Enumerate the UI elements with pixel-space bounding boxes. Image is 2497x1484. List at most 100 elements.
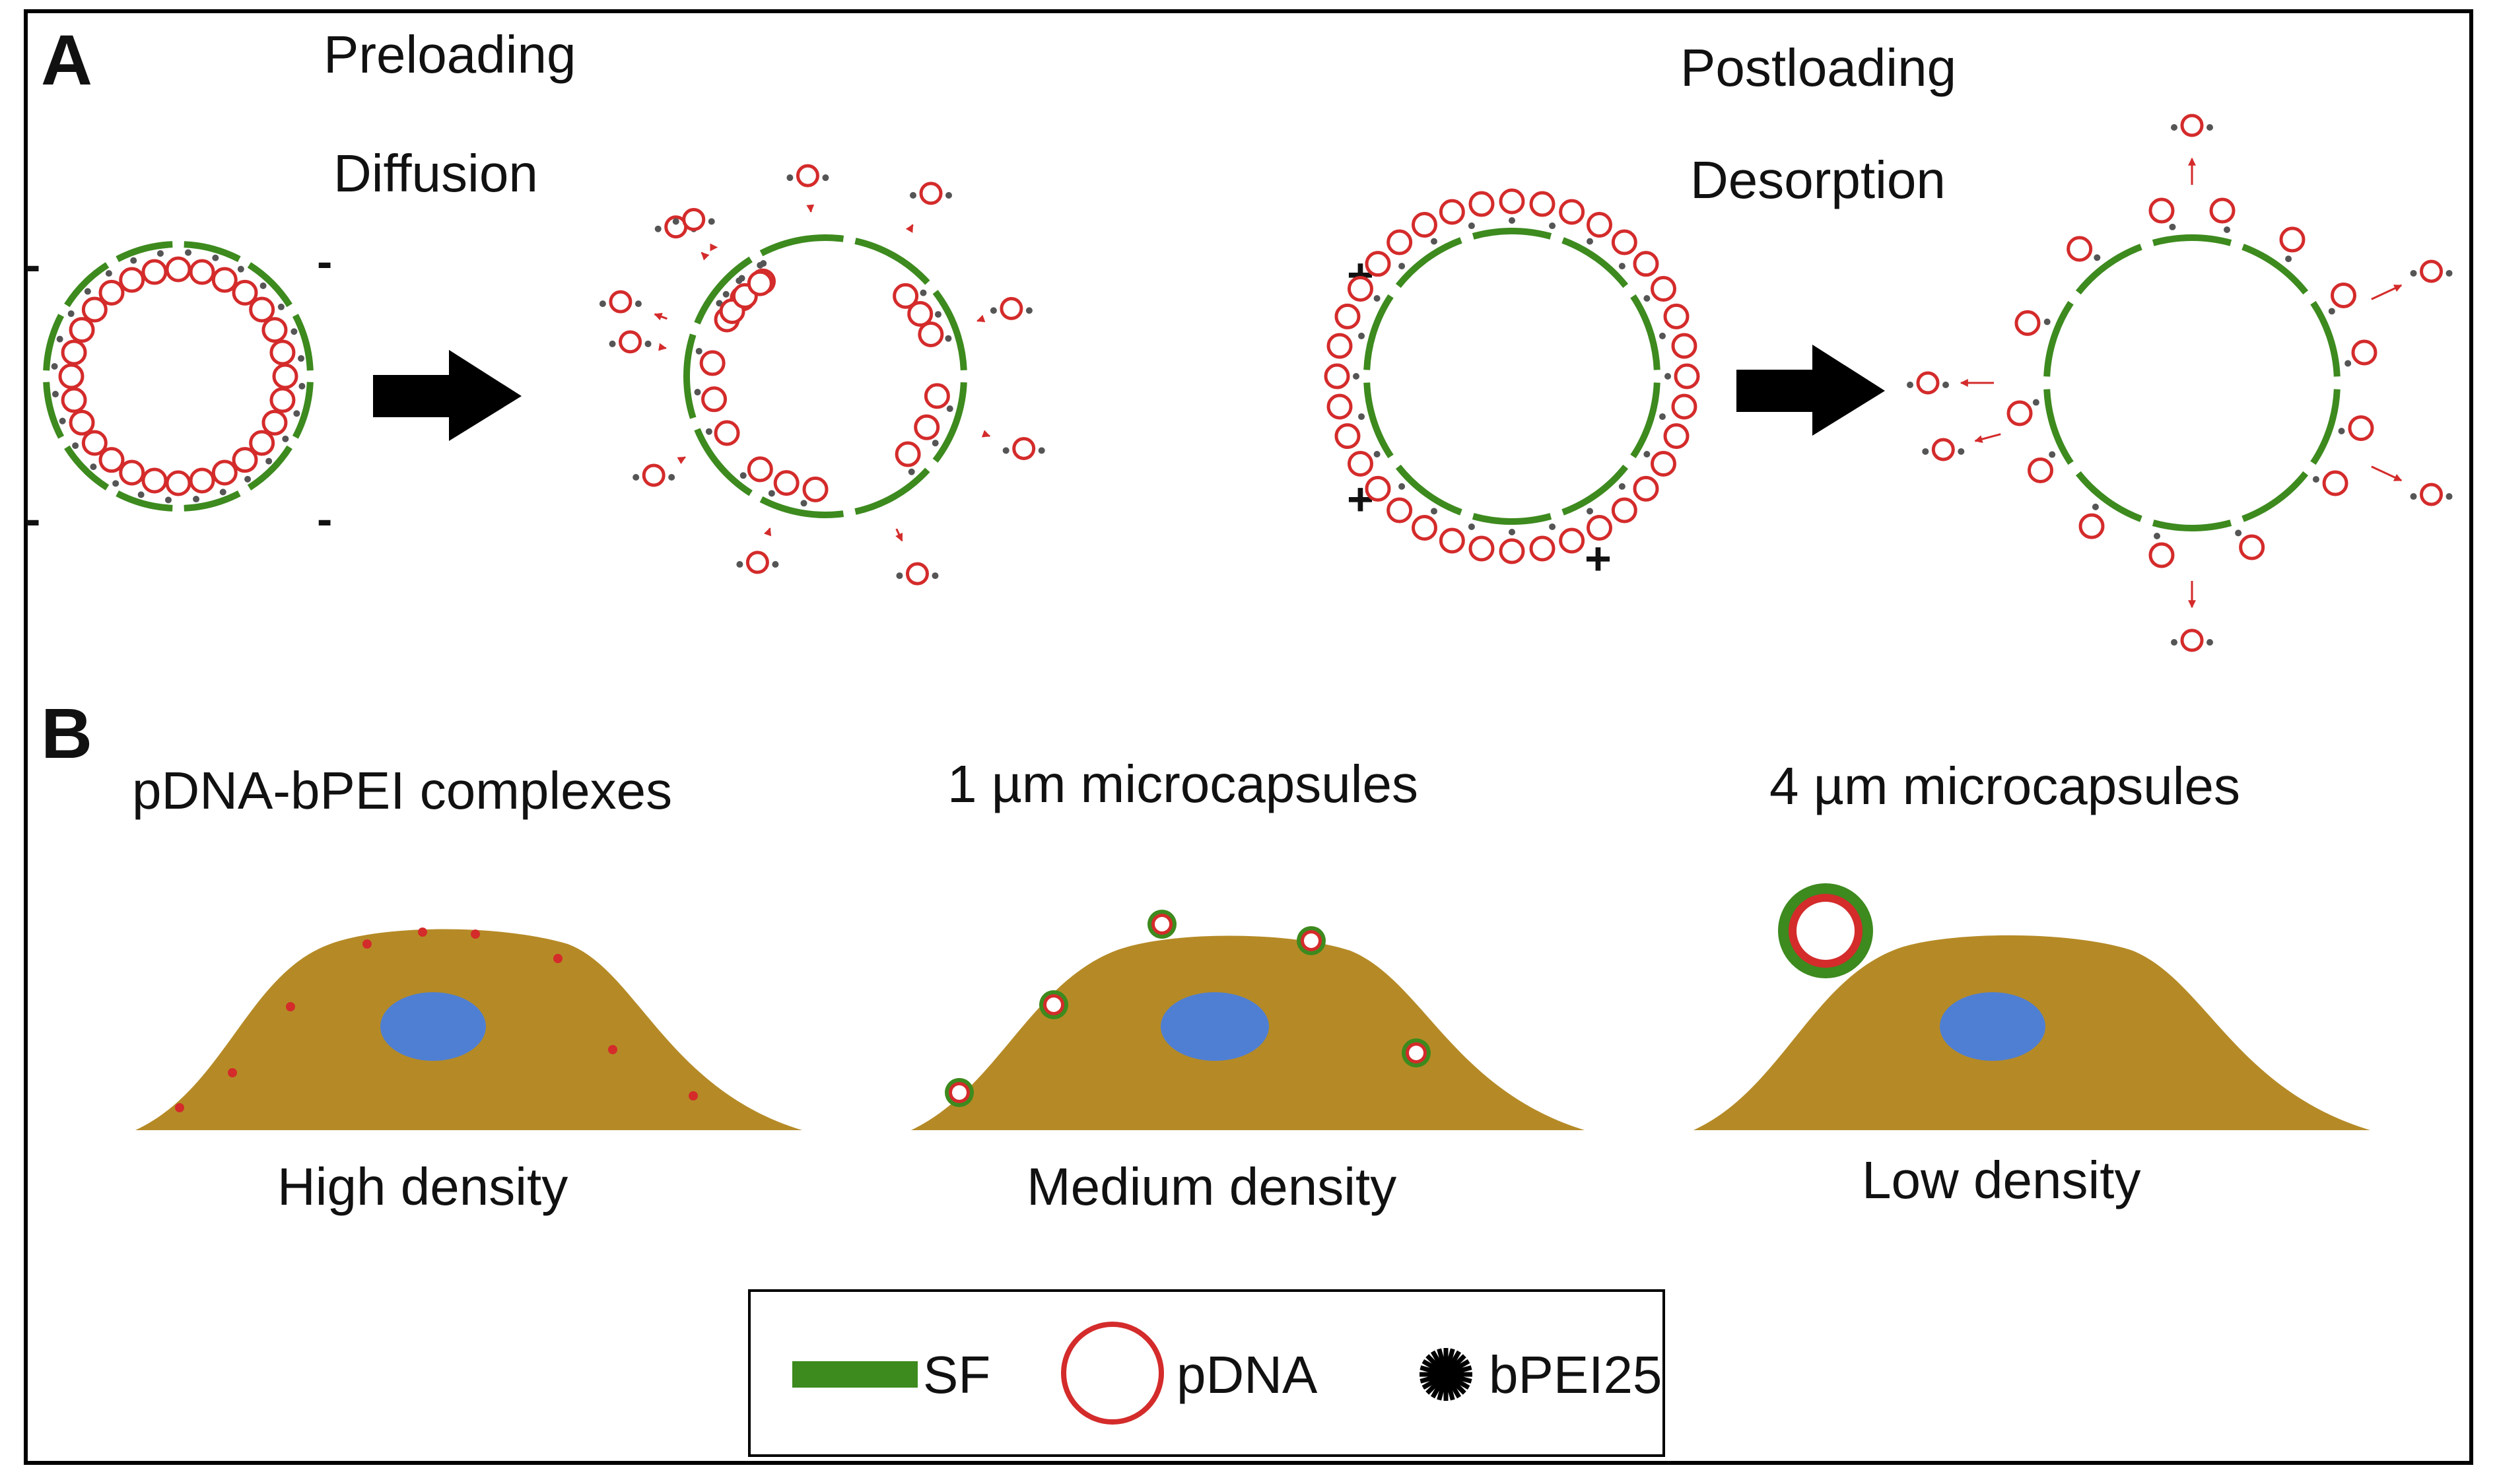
bpei-dot xyxy=(1373,451,1381,457)
pdna-circle xyxy=(232,447,258,473)
pdna-circle xyxy=(1386,229,1413,255)
microcapsule-core xyxy=(1304,933,1318,948)
small-microcapsules xyxy=(945,910,1431,1107)
bpei-star-icon xyxy=(1420,1348,1472,1401)
bpei-dot xyxy=(1664,373,1671,380)
sf-shell-segment xyxy=(1630,382,1660,459)
microcapsule-core xyxy=(1046,997,1061,1012)
bpei-dot xyxy=(736,560,743,568)
sf-shell-segment xyxy=(2152,234,2232,246)
complex-dots xyxy=(175,928,698,1112)
bpei-dot xyxy=(193,496,200,503)
pdna-circle xyxy=(1439,527,1465,554)
bpei-dot xyxy=(634,300,642,308)
release-arrow xyxy=(2371,465,2403,482)
bpei-dot xyxy=(51,391,59,398)
bpei-dot xyxy=(716,300,723,307)
bpei-dot xyxy=(51,362,58,370)
sf-shell-segment xyxy=(854,467,930,515)
release-arrow xyxy=(658,343,667,351)
pdna-circle xyxy=(2322,470,2348,496)
bpei-dot xyxy=(738,275,745,282)
bpei-dot xyxy=(2285,255,2292,263)
sf-shell-segment xyxy=(2310,389,2341,465)
bpei-dot xyxy=(2169,223,2176,230)
bpei-dot xyxy=(2049,451,2056,458)
bpei-dot xyxy=(1358,413,1365,421)
bpei-dot xyxy=(1643,451,1651,457)
release-arrow xyxy=(981,430,991,438)
diffusion-label: Diffusion xyxy=(333,144,538,203)
sf-shell-segment xyxy=(2075,471,2142,522)
bpei-dot xyxy=(1549,222,1556,230)
nucleus-high xyxy=(380,992,486,1061)
bpei-dot xyxy=(2446,269,2453,277)
bpei-dot xyxy=(2092,503,2099,510)
pdna-circle xyxy=(796,164,819,187)
density-high: High density xyxy=(277,1157,568,1216)
pdna-circle xyxy=(1324,363,1350,389)
sf-shell-segment xyxy=(292,314,314,371)
bpei-dot xyxy=(2312,476,2319,483)
pdna-circle xyxy=(1365,475,1391,502)
pdna-circle xyxy=(141,259,168,285)
complexes-title: pDNA-bPEI complexes xyxy=(132,761,672,820)
sf-shell-segment xyxy=(932,382,967,463)
pdna-circle xyxy=(907,300,934,327)
bpei-dot xyxy=(2410,493,2417,500)
bpei-dot xyxy=(2410,269,2417,277)
bpei-dot xyxy=(2206,124,2213,131)
pdna-circle xyxy=(69,317,95,343)
sf-shell-segment xyxy=(1395,464,1462,516)
pdna-circle xyxy=(802,476,829,502)
complex-dot xyxy=(175,1103,184,1112)
sf-shell-segment xyxy=(43,382,65,439)
pdna-circle xyxy=(1334,303,1361,329)
bpei-dot xyxy=(946,405,953,413)
pdna-circle xyxy=(773,470,800,496)
bpei-dot xyxy=(277,303,285,310)
bpei-dot xyxy=(1509,529,1515,535)
bpei-dot xyxy=(768,490,775,497)
sf-shell-segment xyxy=(2152,520,2232,531)
pdna-circle xyxy=(699,350,726,376)
panel-a-label: A xyxy=(41,20,92,100)
neg-sign: - xyxy=(25,493,40,545)
process-arrow-postloading xyxy=(1736,345,1885,436)
pdna-circle xyxy=(1559,527,1585,554)
pdna-circle xyxy=(1633,251,1659,277)
pdna-circle xyxy=(2180,114,2204,137)
sf-shell-segment xyxy=(184,241,241,263)
pdna-circle xyxy=(211,267,238,293)
bpei-dot xyxy=(2338,428,2345,435)
sf-shell-segment xyxy=(932,290,967,371)
pdna-circle xyxy=(119,459,145,486)
pdna-circle xyxy=(905,562,929,586)
release-arrow xyxy=(895,528,903,542)
bpei-dot xyxy=(137,491,145,498)
pdna-circle xyxy=(1587,514,1612,541)
pdna-circle xyxy=(682,208,706,232)
bpei-dot xyxy=(722,290,730,298)
pdna-circle xyxy=(1499,188,1525,215)
bpei-dot xyxy=(708,218,715,225)
sf-shell-segment xyxy=(1363,294,1394,370)
sf-shell-segment xyxy=(683,333,697,419)
bpei-dot xyxy=(2154,533,2161,540)
bpei-dot xyxy=(932,572,939,580)
bpei-dot xyxy=(1398,483,1406,490)
bpei-dot xyxy=(1643,295,1651,302)
nucleus-medium xyxy=(1161,992,1269,1061)
nucleus-low xyxy=(1940,992,2045,1061)
pdna-circle xyxy=(1334,423,1361,450)
pdna-circle xyxy=(1348,276,1374,302)
pdna-circle xyxy=(189,467,215,494)
release-arrow xyxy=(976,314,986,323)
pdna-circle xyxy=(261,409,288,436)
bpei-dot xyxy=(757,261,764,269)
preloaded-capsule xyxy=(43,241,314,512)
pdna-circle xyxy=(1559,199,1585,225)
bpei-dot xyxy=(1468,523,1475,530)
pdna-circle xyxy=(1650,451,1676,477)
